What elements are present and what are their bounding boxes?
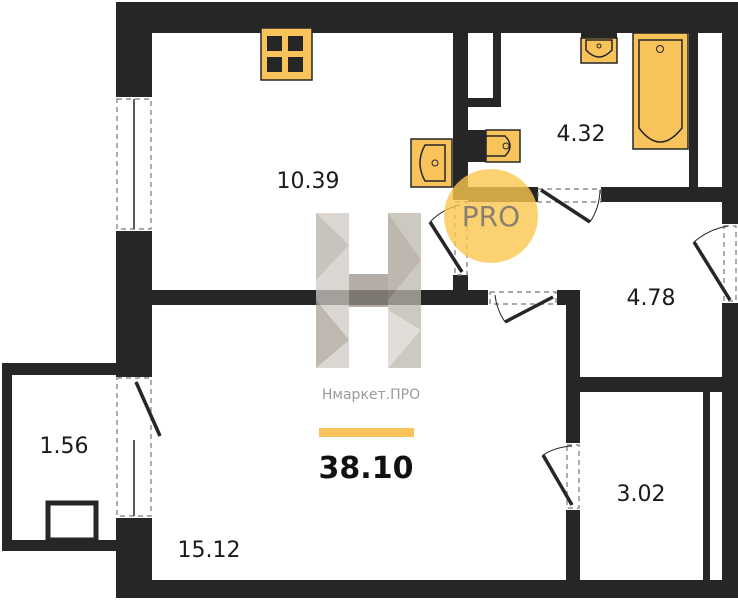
balcony-box: [45, 500, 99, 543]
brand-logo: [316, 213, 421, 368]
toilet-icon: [468, 129, 521, 163]
stove-icon: [260, 27, 313, 81]
windows: [116, 98, 162, 517]
brand-text: Нмаркет.ПРО: [322, 387, 420, 403]
total-area: 38.10: [319, 451, 414, 486]
pro-badge: PRO: [444, 169, 538, 263]
kitchen-sink-icon: [410, 138, 453, 188]
doors: [428, 188, 737, 509]
bathtub-icon: [632, 32, 689, 150]
room-area-storage: 3.02: [617, 482, 666, 507]
accent-bar: [319, 428, 414, 437]
pro-badge-text: PRO: [462, 200, 520, 233]
room-area-living-room: 15.12: [178, 538, 241, 563]
room-area-bathroom: 4.32: [557, 122, 606, 147]
bathroom-sink-icon: [580, 33, 618, 64]
room-area-hallway: 4.78: [627, 286, 676, 311]
room-area-kitchen: 10.39: [277, 169, 340, 194]
room-area-balcony: 1.56: [40, 434, 89, 459]
